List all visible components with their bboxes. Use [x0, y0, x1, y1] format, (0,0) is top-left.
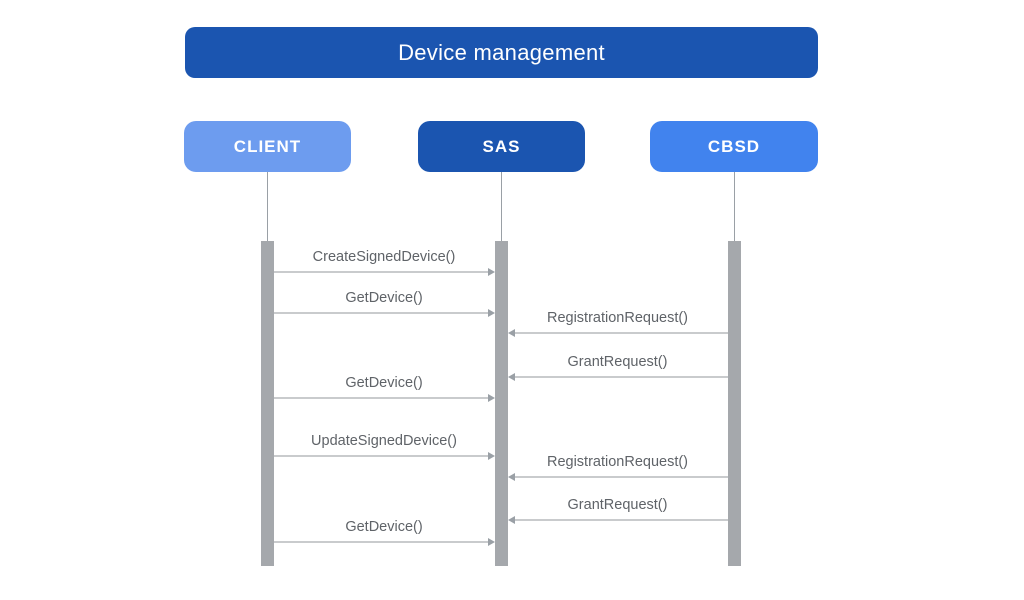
lifeline-cbsd	[734, 172, 735, 241]
lifeline-sas	[501, 172, 502, 241]
lifeline-client	[267, 172, 268, 241]
message-label: GetDevice()	[345, 519, 423, 535]
message-label: GrantRequest()	[567, 497, 668, 513]
message-arrow-line	[513, 519, 728, 521]
message-label: UpdateSignedDevice()	[311, 433, 457, 449]
message-arrow-line	[513, 376, 728, 378]
arrowhead-right-icon	[487, 452, 495, 460]
diagram-title: Device management	[398, 39, 605, 65]
diagram-title-bar: Device management	[185, 27, 818, 78]
arrowhead-left-icon	[507, 473, 515, 481]
message-arrow-line	[273, 312, 489, 314]
actor-box-client: CLIENT	[184, 121, 351, 172]
actor-label: CLIENT	[233, 136, 302, 156]
actor-label: CBSD	[707, 136, 761, 156]
message-label: GetDevice()	[345, 375, 423, 391]
actor-label: SAS	[482, 136, 521, 156]
activation-bar-sas	[494, 241, 508, 566]
arrowhead-left-icon	[507, 329, 515, 337]
arrowhead-right-icon	[487, 268, 495, 276]
message-label: GrantRequest()	[567, 354, 668, 370]
activation-bar-cbsd	[727, 241, 741, 566]
actor-box-sas: SAS	[418, 121, 585, 172]
arrowhead-right-icon	[487, 309, 495, 317]
message-label: GetDevice()	[345, 290, 423, 306]
message-arrow-line	[273, 271, 489, 273]
message-arrow-line	[513, 476, 728, 478]
message-arrow-line	[513, 332, 728, 334]
actor-box-cbsd: CBSD	[650, 121, 818, 172]
activation-bar-client	[260, 241, 274, 566]
message-arrow-line	[273, 541, 489, 543]
arrowhead-right-icon	[487, 394, 495, 402]
arrowhead-left-icon	[507, 516, 515, 524]
arrowhead-right-icon	[487, 538, 495, 546]
message-label: RegistrationRequest()	[546, 454, 689, 470]
message-arrow-line	[273, 397, 489, 399]
message-label: CreateSignedDevice()	[312, 249, 456, 265]
arrowhead-left-icon	[507, 373, 515, 381]
message-label: RegistrationRequest()	[546, 310, 689, 326]
message-arrow-line	[273, 455, 489, 457]
